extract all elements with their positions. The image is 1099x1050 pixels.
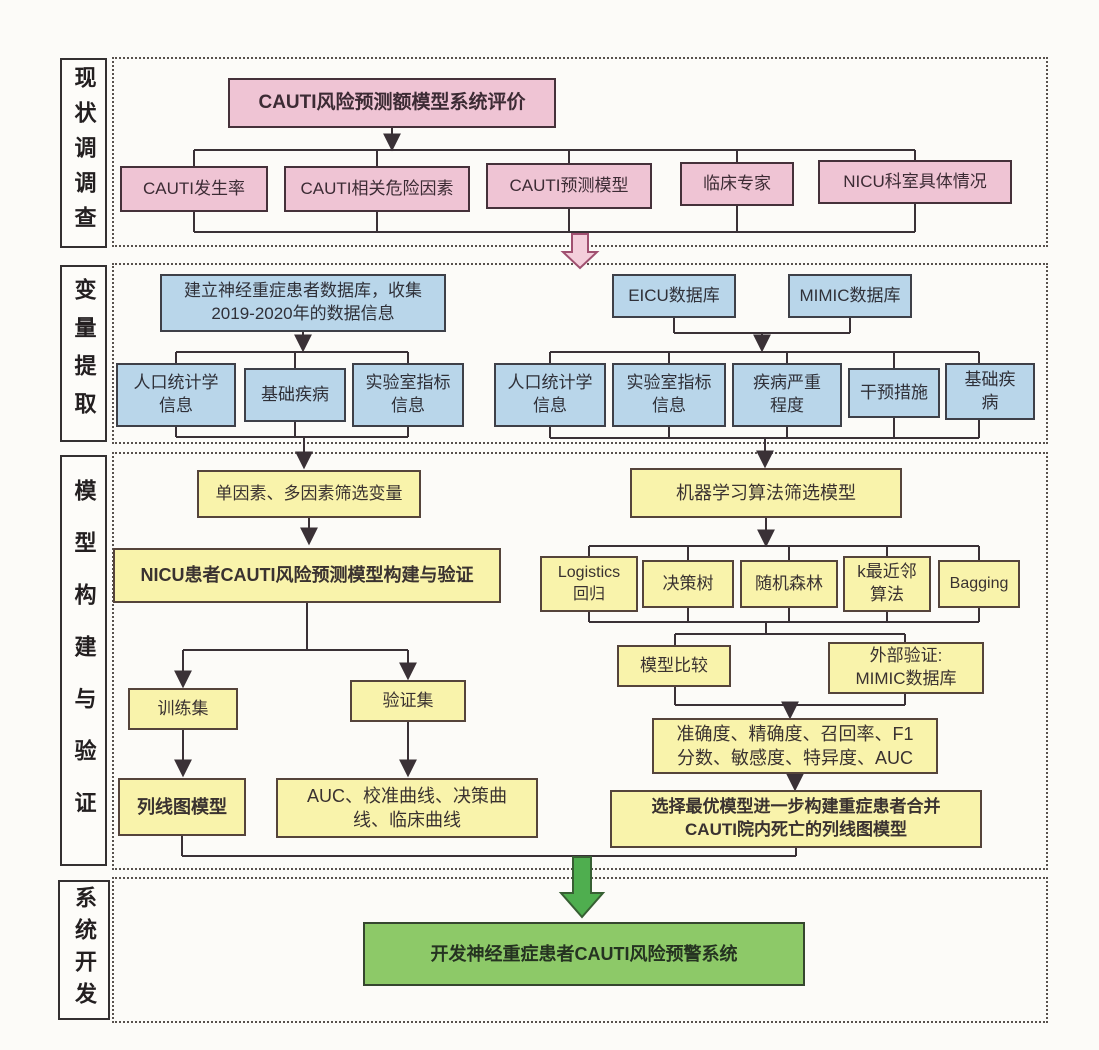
node-ml-screening: 机器学习算法筛选模型: [630, 468, 902, 518]
section-label-survey: 现状调调查: [60, 58, 107, 248]
node-metrics: 准确度、精确度、召回率、F1 分数、敏感度、特异度、AUC: [652, 718, 938, 774]
node-demographics-right: 人口统计学 信息: [494, 363, 606, 427]
node-basic-disease-left: 基础疾病: [244, 368, 346, 422]
node-curve-evaluation: AUC、校准曲线、决策曲 线、临床曲线: [276, 778, 538, 838]
node-model-compare: 模型比较: [617, 645, 731, 687]
node-model-build-validate: NICU患者CAUTI风险预测模型构建与验证: [113, 548, 501, 603]
green-block-arrow: [558, 856, 606, 919]
node-nicu-situation: NICU科室具体情况: [818, 160, 1012, 204]
node-final-model: 选择最优模型进一步构建重症患者合并 CAUTI院内死亡的列线图模型: [610, 790, 982, 848]
connector-lines: [174, 128, 980, 857]
node-knn: k最近邻 算法: [843, 556, 931, 612]
node-cauti-risk-factors: CAUTI相关危险因素: [284, 166, 470, 212]
node-training-set: 训练集: [128, 688, 238, 730]
node-cauti-prediction-models: CAUTI预测模型: [486, 163, 652, 209]
node-external-validation: 外部验证: MIMIC数据库: [828, 642, 984, 694]
node-warning-system: 开发神经重症患者CAUTI风险预警系统: [363, 922, 805, 986]
pink-block-arrow: [560, 233, 600, 270]
node-random-forest: 随机森林: [740, 560, 838, 608]
node-basic-disease-right: 基础疾 病: [945, 363, 1035, 420]
node-logistics-regression: Logistics 回归: [540, 556, 638, 612]
node-mimic-database: MIMIC数据库: [788, 274, 912, 318]
node-validation-set: 验证集: [350, 680, 466, 722]
section-label-development: 系统开发: [58, 880, 110, 1020]
node-decision-tree: 决策树: [642, 560, 734, 608]
node-neuro-database: 建立神经重症患者数据库，收集 2019-2020年的数据信息: [160, 274, 446, 332]
node-cauti-incidence: CAUTI发生率: [120, 166, 268, 212]
section-label-extraction: 变量提取: [60, 265, 107, 442]
node-variable-screening: 单因素、多因素筛选变量: [197, 470, 421, 518]
node-demographics-left: 人口统计学 信息: [116, 363, 236, 427]
node-review-title: CAUTI风险预测额模型系统评价: [228, 78, 556, 128]
node-bagging: Bagging: [938, 560, 1020, 608]
node-nomogram-model: 列线图模型: [118, 778, 246, 836]
node-clinical-experts: 临床专家: [680, 162, 794, 206]
node-disease-severity: 疾病严重 程度: [732, 363, 842, 427]
node-eicu-database: EICU数据库: [612, 274, 736, 318]
section-label-modeling: 模型构建与验证: [60, 455, 107, 866]
node-interventions: 干预措施: [848, 368, 940, 418]
node-lab-indicators-right: 实验室指标 信息: [612, 363, 726, 427]
node-lab-indicators-left: 实验室指标 信息: [352, 363, 464, 427]
